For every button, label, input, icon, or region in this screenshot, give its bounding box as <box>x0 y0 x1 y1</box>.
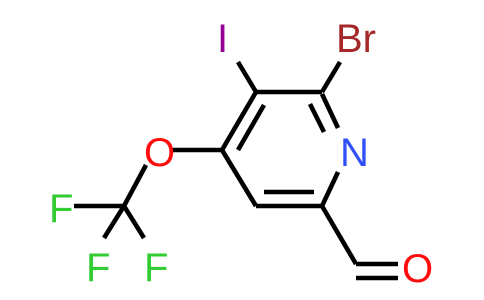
bond-c2-n <box>319 93 341 129</box>
bond-o-cf3 <box>121 163 149 208</box>
bond-c2-n-inner <box>307 102 327 134</box>
atom-o-aldehyde: O <box>402 247 433 291</box>
bond-c-f3 <box>122 204 146 240</box>
bond-c4-c3-inner <box>236 103 266 152</box>
bond-c6-cho <box>320 204 358 266</box>
atom-n: N <box>340 131 369 175</box>
atom-labels: Br I N O O F F F <box>49 17 433 291</box>
bond-c-f2 <box>102 204 126 240</box>
bond-n-c6 <box>319 171 341 207</box>
bond-c5-c4 <box>220 148 258 208</box>
bond-c4-c3 <box>220 90 258 152</box>
atom-f1: F <box>49 187 73 231</box>
atom-f3: F <box>144 246 168 290</box>
atom-i: I <box>217 17 228 61</box>
bonds <box>74 60 398 281</box>
atom-br: Br <box>336 17 376 61</box>
bond-c3-i <box>236 60 258 94</box>
bond-c2-br <box>320 60 342 94</box>
atom-f2: F <box>86 246 110 290</box>
atom-o-ether: O <box>144 131 175 175</box>
